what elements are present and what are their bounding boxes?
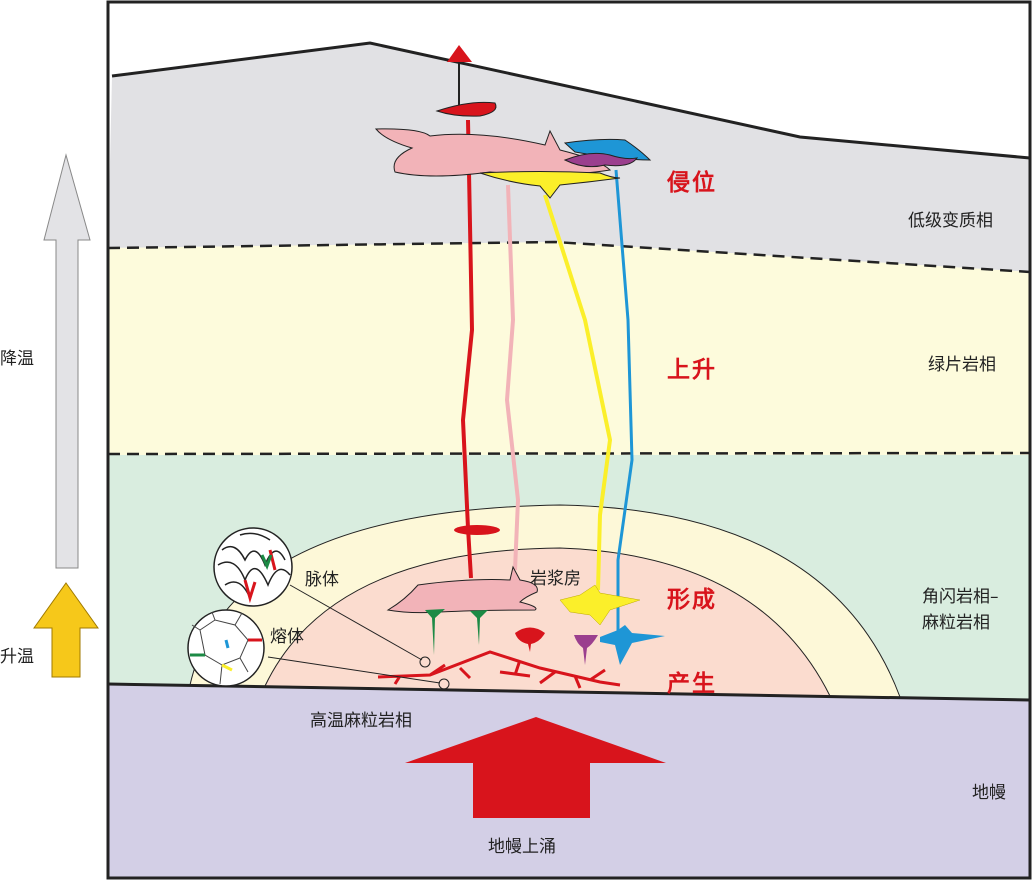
pink-conduit	[504, 184, 521, 571]
purple-pluton	[563, 152, 639, 168]
frame	[106, 0, 1032, 880]
heating-label: 升温	[0, 647, 34, 667]
yellow-conduit	[543, 194, 613, 591]
red-sill-upper	[435, 101, 497, 117]
heating-arrow	[33, 582, 99, 678]
granulite-facies-label: 麻粒岩相	[922, 613, 990, 633]
generation-label: 产生	[667, 671, 717, 697]
dashed-boundary-lower	[107, 451, 1031, 456]
yellow-pluton	[479, 171, 621, 199]
magma-chamber	[386, 565, 538, 614]
high-temp-granulite-label: 高温麻粒岩相	[310, 711, 412, 731]
surface-line	[111, 41, 1031, 160]
melt-leader	[267, 656, 441, 684]
yellow-magma-body	[559, 584, 641, 626]
mantle-label: 地幔	[972, 783, 1006, 803]
mantle-upwelling-arrow	[405, 717, 666, 818]
blue-conduit	[614, 169, 634, 640]
cooling-label: 降温	[0, 349, 34, 369]
purple-diapir	[574, 635, 598, 665]
formation-label: 形成	[667, 587, 717, 613]
magma-chamber-label: 岩浆房	[530, 569, 581, 589]
mantle-upwelling-label: 地幔上涌	[488, 837, 556, 857]
dashed-boundary-upper	[107, 240, 1031, 274]
vein-sample-point	[419, 656, 431, 668]
melt-network	[377, 650, 621, 689]
amphibolite-facies-label: 角闪岩相–	[922, 587, 999, 607]
vein-leader	[289, 584, 423, 661]
melt-texture-circle	[187, 609, 265, 687]
low-grade-facies-label: 低级变质相	[908, 211, 993, 231]
eruption-arrow	[447, 45, 472, 62]
red-diapir	[515, 627, 545, 652]
inner-dome	[264, 547, 831, 697]
greenschist-facies-label: 绿片岩相	[928, 355, 996, 375]
ascent-label: 上升	[667, 357, 717, 383]
vein-texture-circle	[213, 527, 293, 607]
emplacement-label: 侵位	[667, 170, 717, 196]
red-sill-lower	[454, 525, 500, 535]
vein-label: 脉体	[305, 570, 339, 590]
blue-magma-body	[600, 625, 665, 665]
cooling-arrow	[43, 153, 91, 569]
greenschist-layer	[108, 242, 1030, 455]
green-dike-2	[470, 610, 488, 645]
melt-label: 熔体	[270, 627, 304, 647]
moho-line	[107, 682, 1031, 702]
red-conduit	[460, 119, 475, 579]
melt-sample-point	[438, 678, 450, 690]
